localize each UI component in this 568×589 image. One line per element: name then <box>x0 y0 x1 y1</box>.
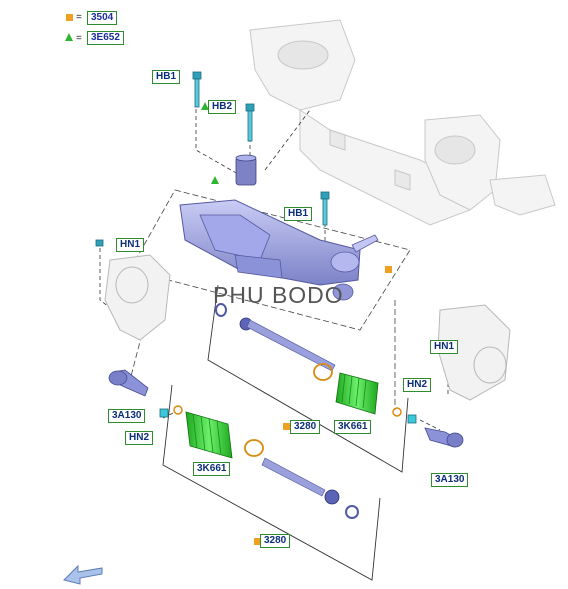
callout-hb2: HB2 <box>208 100 237 114</box>
callout-hn2-right: HN2 <box>403 378 432 392</box>
callout-hn1-left: HN1 <box>116 238 145 252</box>
callout-3280-upper: 3280 <box>290 420 321 434</box>
steering-rack <box>179 199 379 301</box>
callout-hb1-mid: HB1 <box>284 207 313 221</box>
tie-rod-ends <box>108 369 464 448</box>
front-direction-arrow <box>63 564 103 585</box>
square-marker-3280-lower <box>254 538 261 545</box>
triangle-marker-bushing <box>211 176 219 184</box>
callout-3k661-lower: 3K661 <box>193 462 231 476</box>
callout-hn2-left: HN2 <box>125 431 154 445</box>
callout-3a130-left: 3A130 <box>108 409 146 423</box>
callout-3k661-upper: 3K661 <box>334 420 372 434</box>
inner-tie-rod-upper <box>215 303 402 417</box>
triangle-marker-hb2 <box>201 102 209 110</box>
callout-hb1-top: HB1 <box>152 70 181 84</box>
square-marker-rack <box>385 266 392 273</box>
legend-equals: = <box>76 33 82 44</box>
legend-equals: = <box>76 12 82 23</box>
legend-code-3504: 3504 <box>87 11 118 25</box>
watermark: PHU BODO <box>213 282 344 308</box>
square-marker-3280-upper <box>283 423 290 430</box>
callout-3a130-right: 3A130 <box>431 473 469 487</box>
legend-code-3e652: 3E652 <box>87 31 124 45</box>
group-brackets <box>162 284 409 581</box>
subframe <box>249 19 556 226</box>
mount-bushing <box>235 154 257 186</box>
callout-hn1-right: HN1 <box>430 340 459 354</box>
inner-tie-rod-lower <box>173 405 359 519</box>
legend-square-icon <box>66 14 73 21</box>
callout-3280-lower: 3280 <box>260 534 291 548</box>
steering-knuckles <box>104 254 511 401</box>
jam-nuts <box>159 408 417 424</box>
legend-triangle-icon <box>65 33 73 41</box>
